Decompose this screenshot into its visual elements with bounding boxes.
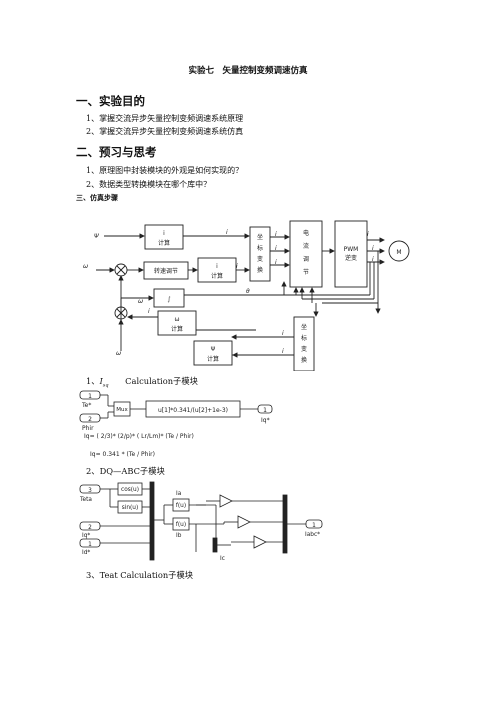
flux-calc-label: 计算: [158, 239, 170, 247]
section-heading: 一、实验目的: [76, 94, 145, 108]
speed-regulator-block: [143, 261, 189, 280]
coord-transform-block-2: [293, 316, 315, 371]
port-name: Id*: [82, 550, 90, 556]
coord-label: 变: [257, 255, 263, 263]
current-label: i: [275, 245, 277, 252]
current-reg-label: 调: [303, 255, 309, 263]
current-reg-label: 节: [303, 268, 309, 276]
iq-calc-block: [197, 257, 237, 283]
port-number: 3: [88, 488, 92, 494]
coord-label: 换: [301, 356, 307, 364]
current-label: i: [372, 245, 374, 252]
current-label: i: [275, 259, 277, 266]
equation: Iq= ( 2/3)* (2/p)* ( Lr/Lm)* (Te / Phir): [84, 433, 194, 440]
current-label: i: [148, 308, 150, 315]
caption-text: 2、DQ—ABC子模块: [86, 466, 165, 476]
list-item: 1、原理图中封装模块的外观是如何实现的？: [86, 166, 244, 175]
equation: Iq= 0.341 * (Te / Phir): [90, 451, 155, 458]
coord-label: 坐: [257, 233, 263, 241]
pwm-label: 逆变: [345, 254, 357, 262]
omega-label: ω: [116, 350, 121, 357]
iq-calculation-diagram: 1 Te* 2 Phir Mux u[1]*0.341/(u[2]+1e-3) …: [79, 390, 273, 458]
slip-calc-label: ω: [174, 316, 179, 323]
coord-label: 标: [257, 244, 263, 252]
current-label: i: [236, 263, 238, 270]
port-number: 1: [312, 523, 316, 529]
port-name: Iq*: [261, 417, 270, 424]
speed-reg-label: 转速调节: [154, 267, 178, 275]
list-item: 1、掌握交流异步矢量控制变频调速系统原理: [86, 114, 244, 123]
port-name: Iabc*: [305, 532, 320, 538]
port-name: Teta: [79, 497, 92, 503]
coord-label: 换: [257, 266, 263, 274]
iq-calc-label: i: [216, 263, 218, 270]
psi-label: Ψ: [94, 233, 99, 240]
page-title: 实验七 矢量控制变频调速仿真: [188, 66, 308, 76]
flux-calc-block: [144, 224, 184, 250]
pwm-inverter-block: [334, 220, 368, 288]
dq-abc-diagram: 3 Teta 2 Iq* 1 Id* cos(u) sin(u) f(u) f(…: [79, 481, 323, 562]
pwm-label: PWM: [344, 246, 359, 253]
caption-number: 1、: [86, 376, 100, 386]
integrator-label: ∫: [167, 296, 170, 303]
flux-estimator-label: Ψ: [211, 346, 216, 353]
flux-estimator-block: [193, 340, 233, 366]
iq-symbol: Isq: [99, 377, 109, 389]
coord-label: 变: [301, 345, 307, 353]
theta-label: θ: [246, 288, 250, 295]
coord-transform-block: [249, 226, 271, 282]
current-label: i: [226, 229, 228, 236]
current-label: i: [275, 231, 277, 238]
signal-label: Ic: [220, 556, 225, 562]
omega-label: ω: [138, 298, 143, 305]
motor: [388, 240, 410, 262]
omega-label: ω: [83, 263, 88, 270]
sin-label: sin(u): [122, 505, 139, 511]
port-number: 1: [263, 407, 267, 414]
port-name: Te*: [81, 402, 91, 409]
current-label: i: [367, 231, 369, 238]
port-number: 2: [88, 525, 92, 531]
slip-calc-label: 计算: [171, 325, 183, 333]
coord-label: 坐: [301, 323, 307, 331]
current-label: i: [282, 330, 284, 337]
port-name: Iq*: [82, 533, 90, 539]
cos-label: cos(u): [121, 487, 139, 493]
flux-calc-label: i: [163, 230, 165, 237]
port-number: 1: [88, 393, 92, 400]
signal-label: Ia: [176, 491, 182, 497]
section-heading: 三、仿真步骤: [76, 194, 118, 202]
integrator-block: [153, 288, 185, 308]
current-reg-label: 电: [303, 229, 309, 237]
caption-text: Calculation子模块: [125, 376, 198, 386]
port-name: Phir: [82, 425, 94, 432]
coord-label: 标: [301, 334, 307, 342]
fcn-label: f(u): [176, 522, 186, 528]
slip-calc-block: [157, 310, 197, 336]
fcn-label: u[1]*0.341/(u[2]+1e-3): [158, 407, 228, 414]
current-regulator-block: [289, 220, 323, 288]
current-label: i: [282, 348, 284, 355]
fcn-label: f(u): [176, 503, 186, 509]
motor-label: M: [396, 249, 401, 256]
section-heading: 二、预习与思考: [76, 145, 157, 159]
flux-estimator-label: 计算: [207, 355, 219, 363]
port-number: 1: [88, 542, 92, 548]
mux-label: Mux: [116, 407, 128, 413]
iq-calc-label: 计算: [211, 272, 223, 280]
list-item: 2、掌握交流异步矢量控制变频调速系统仿真: [86, 127, 244, 136]
current-label: i: [372, 256, 374, 263]
caption-text: 3、Teat Calculation子模块: [86, 570, 194, 580]
port-number: 2: [88, 416, 92, 423]
signal-label: Ib: [176, 533, 182, 539]
current-reg-label: 流: [303, 242, 309, 250]
list-item: 2、数据类型转换模块在哪个库中？: [86, 180, 212, 189]
vector-control-diagram: i 计算 转速调节 i 计算 坐 标 变 换 电 流 调 节 PWM 逆变 M …: [83, 220, 410, 371]
